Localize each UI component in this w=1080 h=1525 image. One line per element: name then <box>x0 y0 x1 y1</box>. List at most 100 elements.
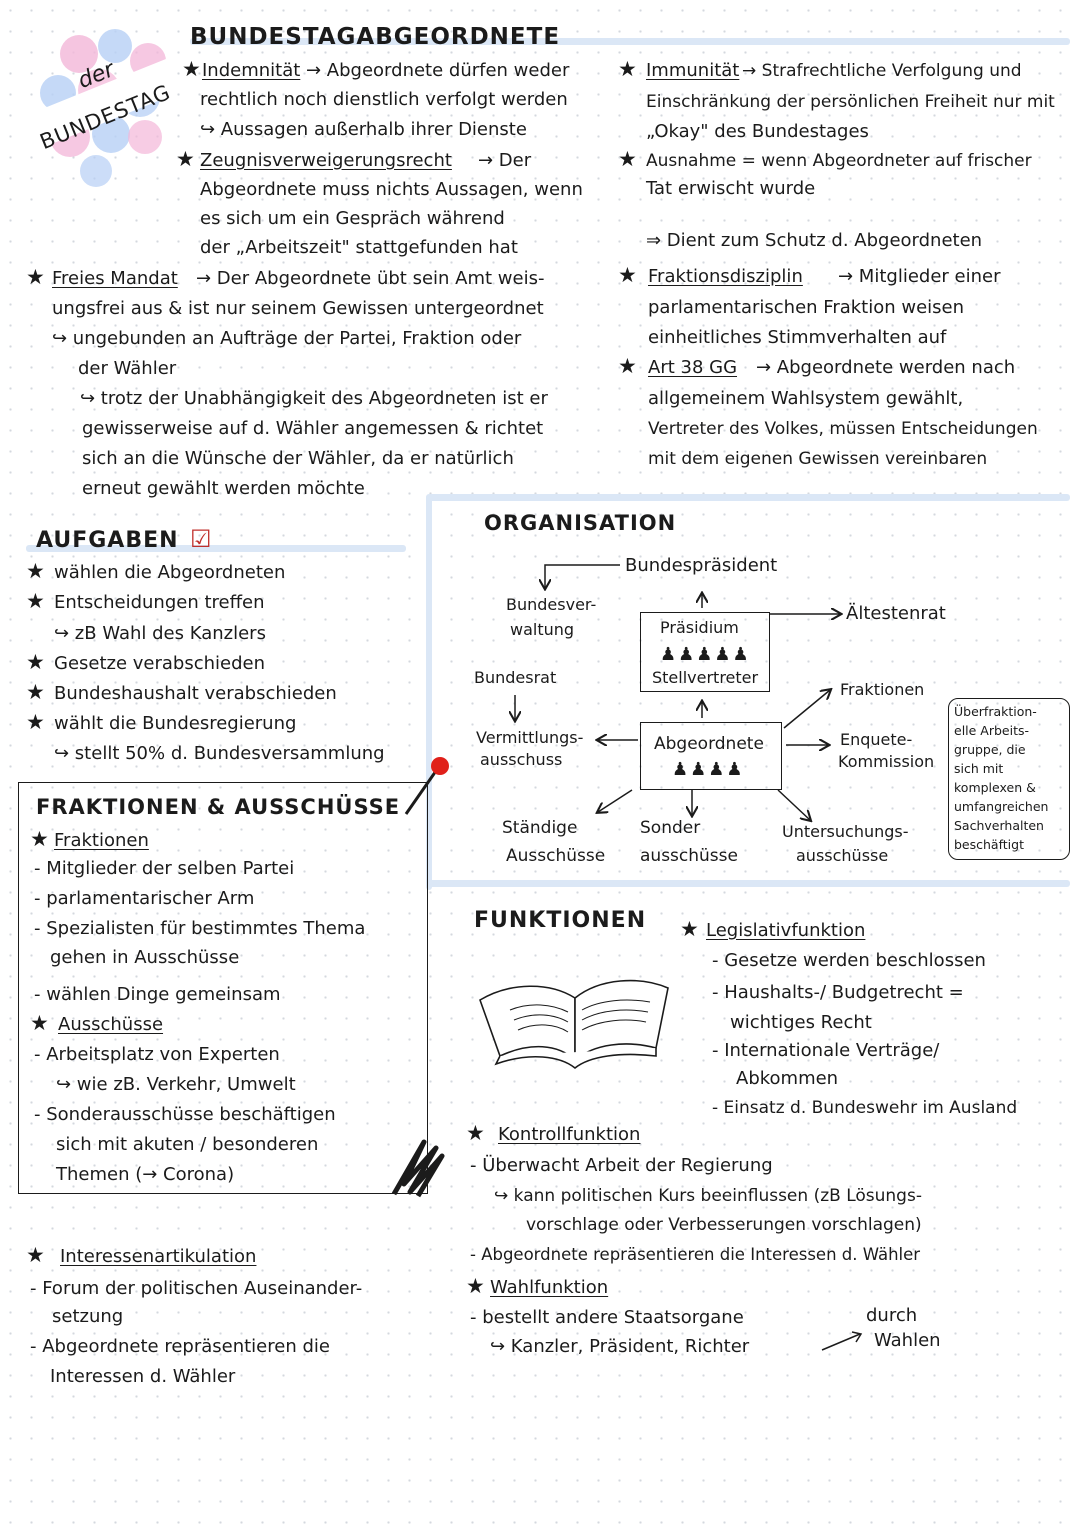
star-icon: ★ <box>26 265 45 289</box>
list-item: ↪ wie zB. Verkehr, Umwelt <box>56 1074 296 1095</box>
star-icon: ★ <box>26 589 45 613</box>
fraktionen-label: Fraktionen <box>54 830 149 851</box>
title-highlight <box>190 38 1070 45</box>
star-icon: ★ <box>618 57 637 81</box>
list-item: wichtiges Recht <box>730 1012 872 1033</box>
node-enquete-kommission: Kommission <box>838 752 935 771</box>
fraktionsdisziplin-label: Fraktionsdisziplin <box>648 266 803 287</box>
text-line: → Der <box>478 150 532 171</box>
list-item: - bestellt andere Staatsorgane <box>470 1307 744 1328</box>
star-icon: ★ <box>26 559 45 583</box>
organisation-heading: ORGANISATION <box>484 511 677 535</box>
note-line: Sachverhalten <box>954 818 1044 833</box>
star-icon: ★ <box>26 680 45 704</box>
people-icon: ♟♟♟♟ <box>672 759 745 780</box>
star-icon: ★ <box>26 650 45 674</box>
star-icon: ★ <box>680 917 699 941</box>
list-item: - Internationale Verträge/ <box>712 1040 940 1061</box>
star-icon: ★ <box>466 1121 485 1145</box>
logo-bubble <box>128 120 162 154</box>
text-line: erneut gewählt werden möchte <box>82 478 365 499</box>
interessenartikulation-label: Interessenartikulation <box>60 1246 257 1267</box>
node-abgeordnete-box <box>640 722 782 790</box>
text-line: Einschränkung der persönlichen Freiheit … <box>646 92 1055 112</box>
list-item: - Spezialisten für bestimmtes Thema <box>34 918 366 939</box>
list-item: Entscheidungen treffen <box>54 592 265 613</box>
text-line: ↪ trotz der Unabhängigkeit des Abgeordne… <box>80 388 548 409</box>
pin-icon <box>404 757 449 815</box>
enquete-note: Überfraktion- elle Arbeits- gruppe, die … <box>954 702 1066 854</box>
star-icon: ★ <box>30 827 49 851</box>
node-enquete-kommission: Enquete- <box>840 730 913 749</box>
list-item: wählt die Bundesregierung <box>54 713 297 734</box>
node-vermittlungsausschuss: ausschuss <box>480 750 563 769</box>
list-item: - wählen Dinge gemeinsam <box>34 984 281 1005</box>
note-line: sich mit <box>954 761 1004 776</box>
star-icon: ★ <box>618 147 637 171</box>
node-bundesverwaltung: Bundesver- <box>506 595 597 614</box>
note-line: gruppe, die <box>954 742 1026 757</box>
node-sonderausschuesse: Sonder <box>640 818 701 838</box>
star-icon: ★ <box>26 1243 45 1267</box>
zeugnis-label: Zeugnisverweigerungsrecht <box>200 150 452 171</box>
list-item: - Gesetze werden beschlossen <box>712 950 986 971</box>
list-item: Abkommen <box>736 1068 839 1089</box>
logo-bubble <box>80 155 112 187</box>
text-line: es sich um ein Gespräch während <box>200 208 505 229</box>
text-line: Ausnahme = wenn Abgeordneter auf frische… <box>646 151 1032 171</box>
list-item: setzung <box>52 1306 124 1327</box>
check-icon: ☑ <box>190 525 212 553</box>
list-item: ↪ zB Wahl des Kanzlers <box>54 623 266 644</box>
star-icon: ★ <box>618 263 637 287</box>
node-praesidium: Präsidium <box>660 618 739 637</box>
arrow-icon <box>821 1331 863 1351</box>
star-icon: ★ <box>466 1274 485 1298</box>
node-bundesverwaltung: waltung <box>510 620 575 639</box>
freies-mandat-label: Freies Mandat <box>52 268 178 289</box>
list-item: - Haushalts-/ Budgetrecht = <box>712 982 964 1003</box>
text-line: Tat erwischt wurde <box>646 178 816 199</box>
text-line: Vertreter des Volkes, müssen Entscheidun… <box>648 419 1038 439</box>
note-line: elle Arbeits- <box>954 723 1030 738</box>
text-line: einheitliches Stimmverhalten auf <box>648 327 947 348</box>
aufgaben-highlight <box>26 545 406 552</box>
text-line: der „Arbeitszeit" stattgefunden hat <box>200 237 518 258</box>
list-item: Interessen d. Wähler <box>50 1366 236 1387</box>
list-item: gehen in Ausschüsse <box>50 947 240 968</box>
divider-highlight <box>426 494 432 890</box>
logo: der BUNDESTAG <box>19 25 181 195</box>
text-line: „Okay" des Bundestages <box>646 121 869 142</box>
enquete-note-box <box>948 698 1070 860</box>
list-item: - Abgeordnete repräsentieren die <box>30 1336 330 1357</box>
list-item: - Sonderausschüsse beschäftigen <box>34 1104 336 1125</box>
fraktionen-ausschuesse-heading: FRAKTIONEN & AUSSCHÜSSE <box>36 795 401 819</box>
text-line: gewisserweise auf d. Wähler angemessen &… <box>82 418 544 439</box>
node-staendige-ausschuesse: Ständige <box>502 818 578 838</box>
list-item: wählen die Abgeordneten <box>54 562 286 583</box>
node-untersuchungsausschuesse: Untersuchungs- <box>782 822 909 841</box>
text-line: ↪ ungebunden an Aufträge der Partei, Fra… <box>52 328 522 349</box>
wahl-side-note: durch <box>866 1305 918 1326</box>
list-item: Themen (→ Corona) <box>56 1164 235 1185</box>
text-line: → Abgeordnete werden nach <box>756 357 1016 378</box>
text-line: → Abgeordnete dürfen weder <box>306 60 570 81</box>
book-icon <box>479 979 669 1070</box>
star-icon: ★ <box>618 354 637 378</box>
node-untersuchungsausschuesse: ausschüsse <box>796 846 889 865</box>
immunitaet-label: Immunität <box>646 60 740 81</box>
text-line: → Strafrechtliche Verfolgung und <box>742 61 1022 81</box>
text-line: sich an die Wünsche der Wähler, da er na… <box>82 448 514 469</box>
divider-highlight <box>428 494 1070 501</box>
list-item: - Überwacht Arbeit der Regierung <box>470 1155 773 1176</box>
node-sonderausschuesse: ausschüsse <box>640 846 738 866</box>
node-aeltestenrat: Ältestenrat <box>846 603 946 624</box>
fraktionen-ausschuesse-box <box>18 782 428 1194</box>
list-item: ↪ kann politischen Kurs beeinflussen (zB… <box>494 1186 922 1206</box>
kontrollfunktion-label: Kontrollfunktion <box>498 1124 641 1145</box>
logo-bubble <box>98 29 132 63</box>
list-item: Gesetze verabschieden <box>54 653 266 674</box>
divider-highlight <box>428 880 1070 887</box>
text-line: → Der Abgeordnete übt sein Amt weis- <box>196 268 545 289</box>
text-line: ⇒ Dient zum Schutz d. Abgeordneten <box>646 230 983 251</box>
